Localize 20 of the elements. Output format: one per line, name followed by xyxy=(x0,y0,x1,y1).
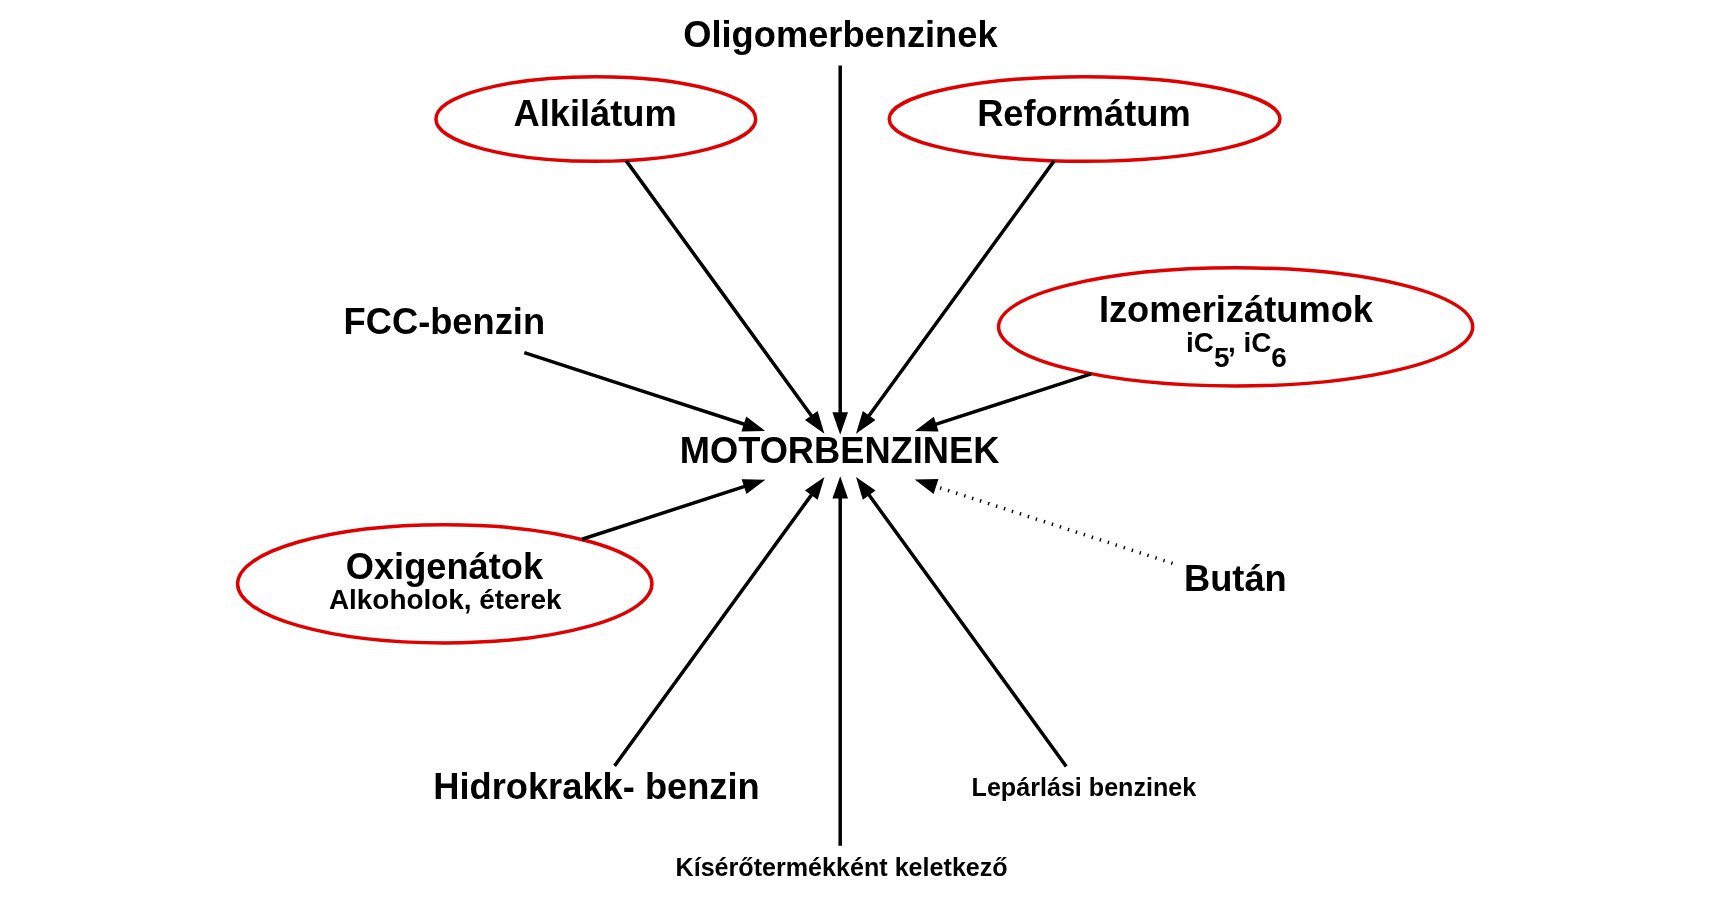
node-text: FCC-benzin xyxy=(343,301,546,343)
node-ellipse: Alkilátum xyxy=(434,74,758,163)
arrow xyxy=(856,477,1068,768)
arrow xyxy=(523,351,766,432)
node-text: MOTORBENZINEK xyxy=(679,429,1000,471)
node-text: Hidrokrakk- benzin xyxy=(433,766,760,808)
arrow xyxy=(832,476,849,846)
arrow xyxy=(624,159,825,434)
arrow xyxy=(914,372,1092,432)
node-text: Bután xyxy=(1184,558,1287,600)
node-text: Lepárlási benzinek xyxy=(971,773,1197,802)
node-ellipse: Oxigenátok Alkoholok, éterek xyxy=(235,523,654,645)
node-ellipse: Reformátum xyxy=(887,74,1282,163)
node-text: Oligomerbenzinek xyxy=(683,13,998,55)
node-text: Kísérőtermékként keletkező xyxy=(675,852,1008,881)
arrow xyxy=(832,65,849,435)
arrow xyxy=(914,479,1174,565)
arrow xyxy=(855,159,1056,434)
arrow xyxy=(581,479,766,541)
arrow xyxy=(613,477,825,767)
